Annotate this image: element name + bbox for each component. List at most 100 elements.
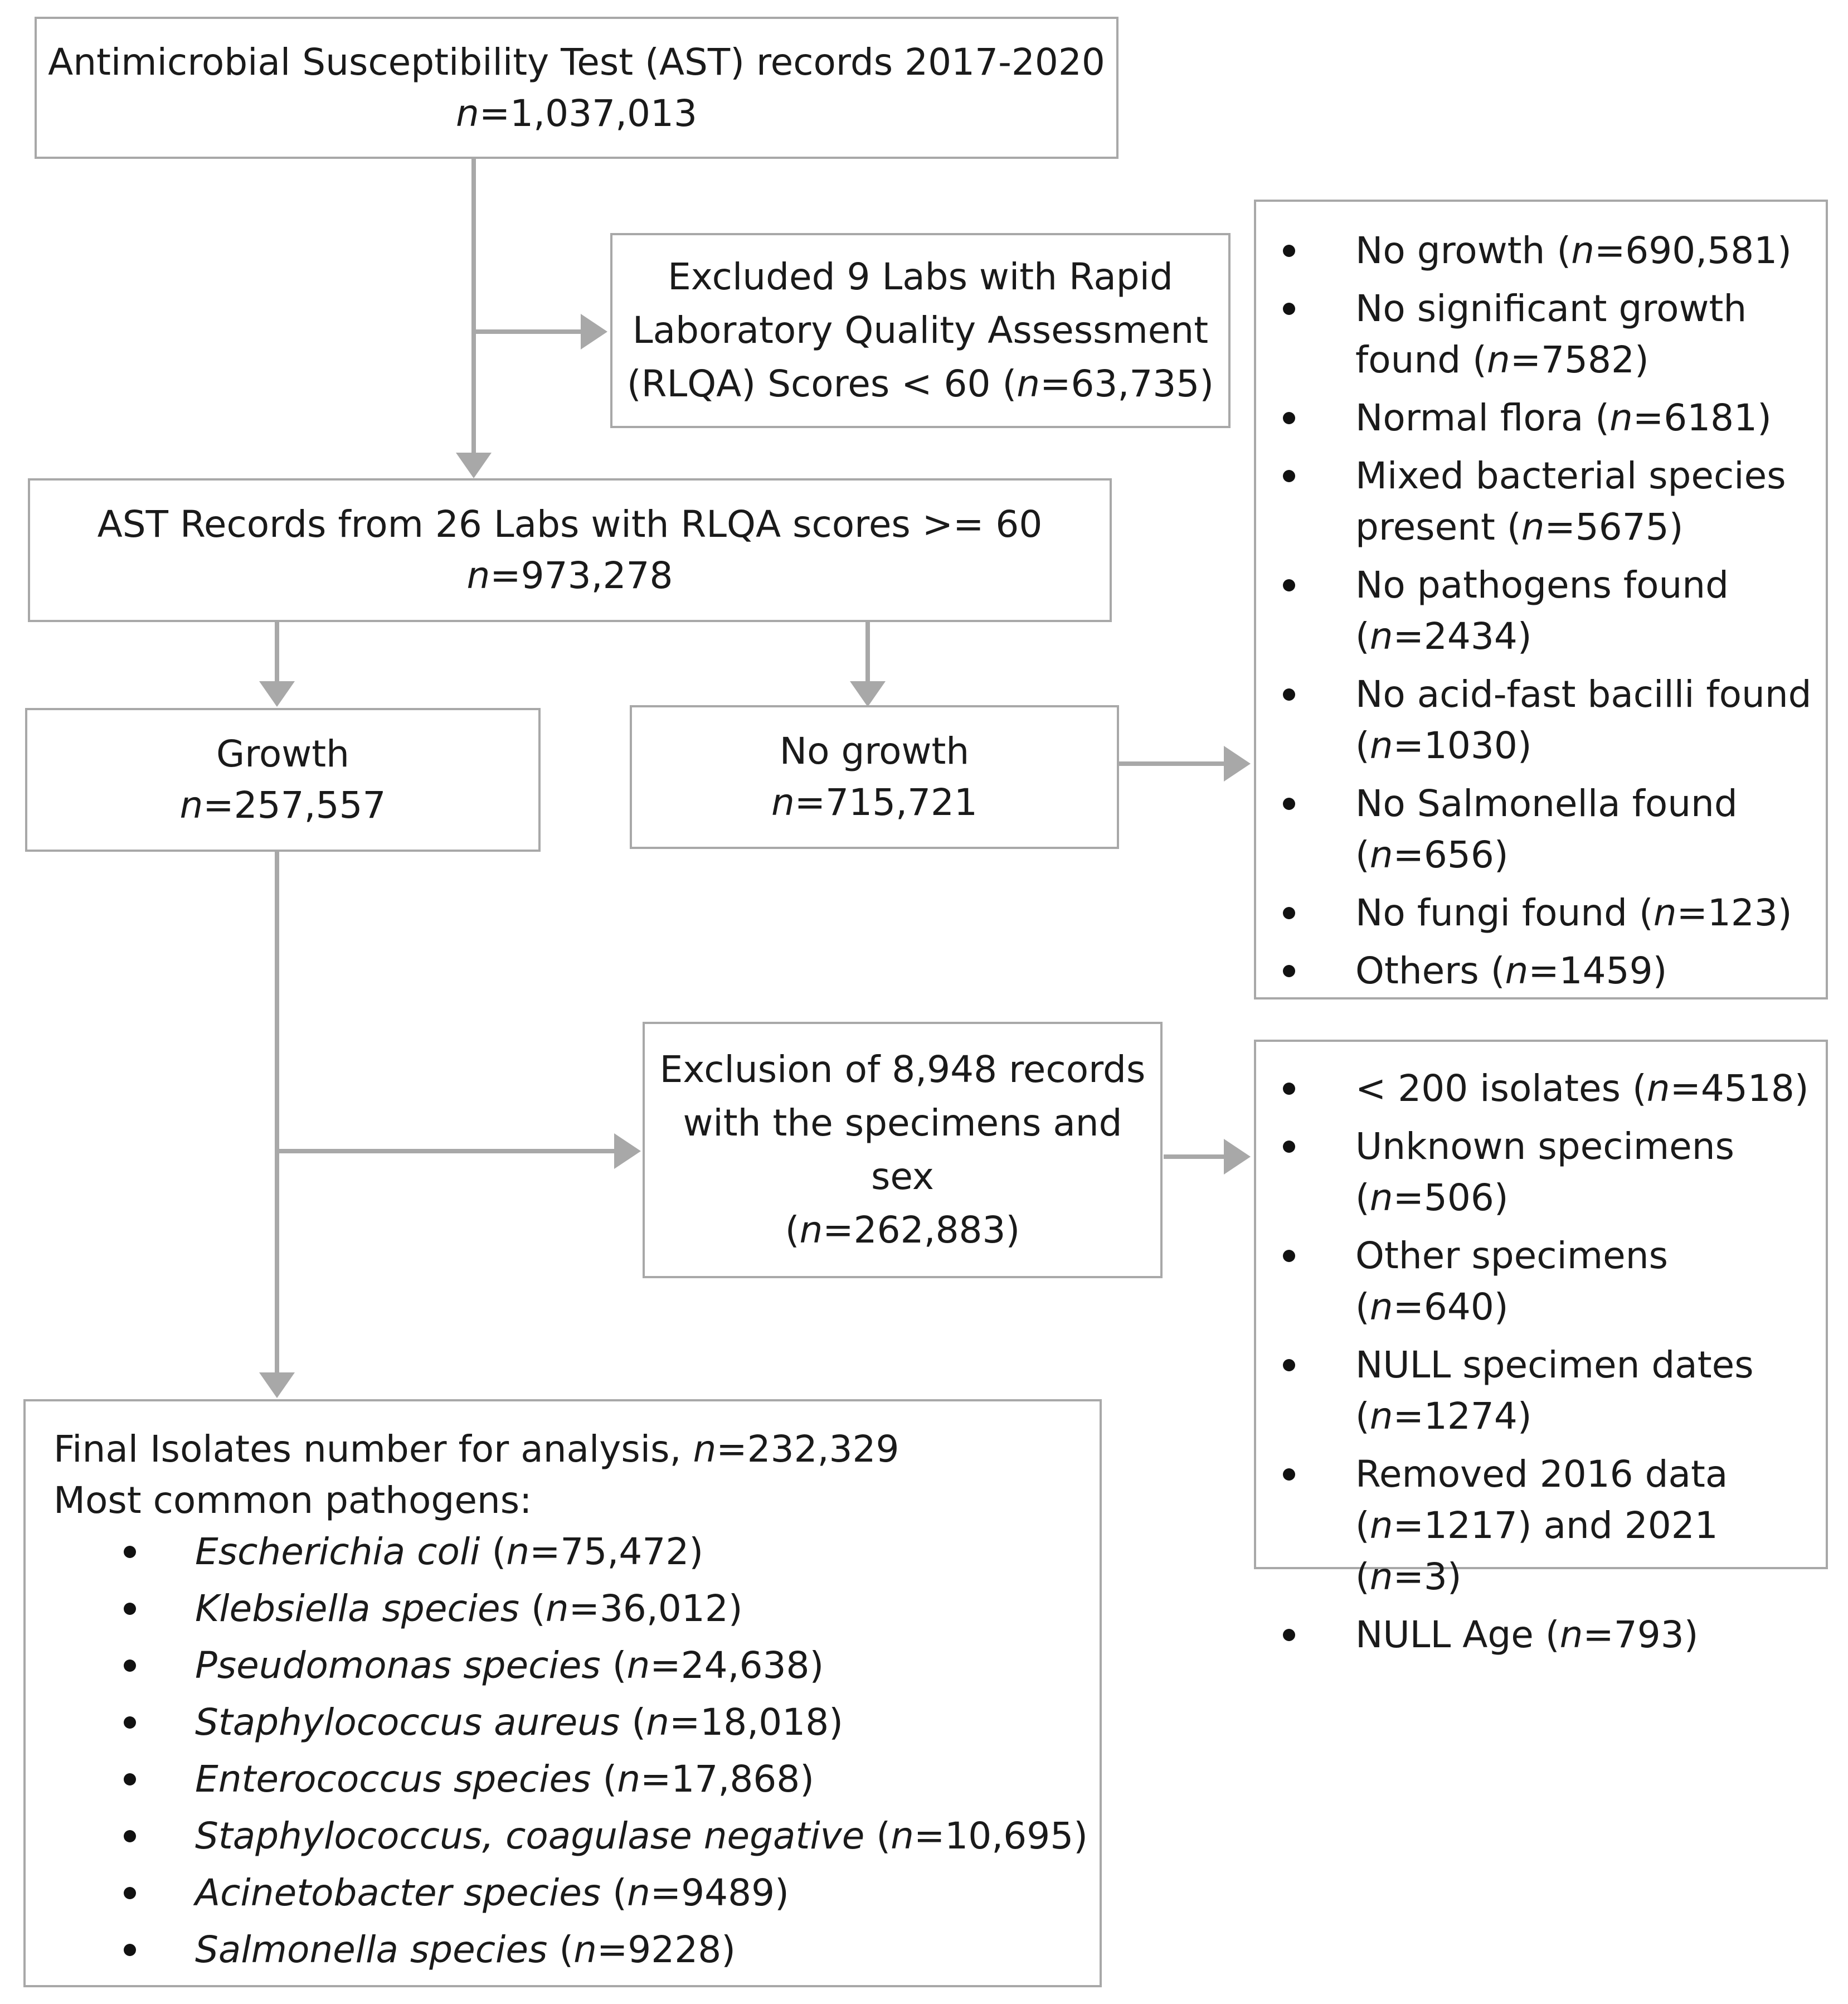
pathogen-name: Staphylococcus aureus [195,1701,620,1744]
final-isolates-title-text: Final Isolates number for analysis, [54,1428,693,1471]
ast-records-count: 1,037,013 [510,91,698,135]
exclusion-count: 262,883 [853,1209,1006,1251]
list-item-label: < 200 isolates ( [1355,1067,1647,1110]
list-item-label-2: ) and 2021 ( [1355,1504,1718,1598]
ast-records-box: Antimicrobial Susceptibility Test (AST) … [35,17,1118,159]
list-item: Removed 2016 data (n=1217) and 2021 (n=3… [1256,1449,1826,1603]
list-item-label: Normal flora ( [1355,396,1610,439]
pathogen-name: Klebsiella species [195,1587,520,1630]
arrowhead-ast-to-26labs [456,453,492,478]
pathogen-name: Salmonella species [195,1928,548,1971]
excluded-labs-line2: Laboratory Quality Assessment [632,309,1209,352]
list-item-count: 1030 [1423,724,1518,767]
final-isolates-count: 232,329 [747,1428,899,1471]
list-item-label: Unknown specimens ( [1355,1125,1734,1219]
list-item-label: No acid-fast bacilli found ( [1355,673,1812,767]
exclusion-breakdown-list: < 200 isolates (n=4518) Unknown specimen… [1256,1063,1826,1661]
list-item: Others (n=1459) [1256,945,1826,997]
list-item-count: 793 [1613,1613,1684,1656]
pathogen-count: 9489 [681,1871,775,1914]
excluded-labs-count: 63,735 [1071,362,1200,405]
no-growth-box: No growth n=715,721 [630,705,1119,849]
growth-title: Growth [216,732,349,775]
pathogen-count: 10,695 [945,1814,1074,1857]
list-item: Staphylococcus, coagulase negative (n=10… [26,1811,1100,1862]
list-item-label: No pathogens found ( [1355,564,1729,658]
pathogen-count: 24,638 [680,1644,810,1687]
list-item: Unknown specimens (n=506) [1256,1121,1826,1224]
pathogen-name: Enterococcus species [195,1758,591,1801]
arrowhead-to-no-growth [850,681,886,707]
final-isolates-box: Final Isolates number for analysis, n=23… [23,1399,1102,1987]
pathogen-name: Staphylococcus, coagulase negative [195,1814,865,1857]
ast-records-title: Antimicrobial Susceptibility Test (AST) … [48,40,1105,84]
final-isolates-subtitle: Most common pathogens: [54,1479,532,1522]
list-item-label: No growth ( [1355,229,1572,272]
list-item: No fungi found (n=123) [1256,887,1826,939]
list-item-label: Removed 2016 data ( [1355,1453,1728,1547]
list-item-count: 1459 [1559,949,1653,992]
list-item-label: No fungi found ( [1355,891,1654,934]
list-item-count: 1274 [1423,1395,1518,1438]
arrowhead-exclusion-to-breakdown [1224,1139,1251,1175]
list-item-label: NULL specimen dates ( [1355,1343,1754,1438]
pathogen-count: 75,472 [560,1530,689,1573]
ast-26-labs-count-line: n=973,278 [466,554,673,597]
pathogen-count: 18,018 [700,1701,829,1744]
arrowhead-to-exclusion [614,1133,641,1169]
list-item-count: 5675 [1575,506,1669,549]
list-item: Acinetobacter species (n=9489) [26,1867,1100,1919]
no-growth-count: 715,721 [825,781,978,824]
list-item: No Salmonella found (n=656) [1256,778,1826,881]
list-item-label: Mixed bacterial species present ( [1355,454,1786,549]
final-isolates-title: Final Isolates number for analysis, n=23… [54,1428,899,1471]
list-item-count: 2434 [1423,615,1518,658]
excluded-labs-box: Excluded 9 Labs with Rapid Laboratory Qu… [610,233,1231,428]
ast-26-labs-count: 973,278 [521,554,673,597]
list-item-count: 4518 [1700,1067,1794,1110]
list-item: Salmonella species (n=9228) [26,1924,1100,1976]
list-item-count: 1217 [1423,1504,1518,1547]
pathogen-list: Escherichia coli (n=75,472) Klebsiella s… [26,1526,1100,1976]
list-item-label: No significant growth found ( [1355,287,1747,381]
growth-count: 257,557 [234,784,386,827]
ast-26-labs-title: AST Records from 26 Labs with RLQA score… [97,503,1043,546]
ast-records-count-line: n=1,037,013 [455,91,698,135]
pathogen-count: 17,868 [671,1758,800,1801]
list-item: Mixed bacterial species present (n=5675) [1256,450,1826,553]
list-item-label: Other specimens ( [1355,1234,1668,1328]
pathogen-name: Acinetobacter species [195,1871,601,1914]
exclusion-line3: sex [871,1155,934,1198]
no-growth-breakdown-box: No growth (n=690,581) No significant gro… [1254,200,1828,999]
list-item-count: 690,581 [1625,229,1778,272]
list-item-count: 656 [1423,833,1494,876]
ast-26-labs-box: AST Records from 26 Labs with RLQA score… [28,478,1112,622]
no-growth-breakdown-list: No growth (n=690,581) No significant gro… [1256,225,1826,997]
excluded-labs-line3-text: (RLQA) Scores < 60 ( [626,362,1017,405]
exclusion-count-line: (n=262,883) [785,1209,1020,1251]
pathogen-count: 9228 [628,1928,722,1971]
list-item: Pseudomonas species (n=24,638) [26,1640,1100,1691]
exclusion-box: Exclusion of 8,948 records with the spec… [643,1022,1163,1278]
list-item-count: 7582 [1541,338,1635,381]
list-item: No growth (n=690,581) [1256,225,1826,276]
exclusion-line1: Exclusion of 8,948 records [659,1048,1146,1091]
exclusion-line2: with the specimens and [683,1102,1122,1144]
list-item-label: Others ( [1355,949,1505,992]
list-item: Staphylococcus aureus (n=18,018) [26,1697,1100,1748]
list-item: NULL Age (n=793) [1256,1609,1826,1661]
list-item-count-2: 3 [1423,1555,1447,1598]
list-item: No acid-fast bacilli found (n=1030) [1256,669,1826,771]
excluded-labs-line3: (RLQA) Scores < 60 (n=63,735) [626,362,1214,405]
pathogen-name: Escherichia coli [195,1530,480,1573]
pathogen-name: Pseudomonas species [195,1644,601,1687]
list-item: No pathogens found (n=2434) [1256,560,1826,662]
exclusion-breakdown-box: < 200 isolates (n=4518) Unknown specimen… [1254,1040,1828,1656]
list-item-count: 640 [1423,1285,1494,1328]
arrowhead-growth-to-final [259,1372,295,1398]
list-item: NULL specimen dates (n=1274) [1256,1340,1826,1442]
list-item: Escherichia coli (n=75,472) [26,1526,1100,1578]
pathogen-count: 36,012 [599,1587,728,1630]
list-item-count: 123 [1707,891,1778,934]
